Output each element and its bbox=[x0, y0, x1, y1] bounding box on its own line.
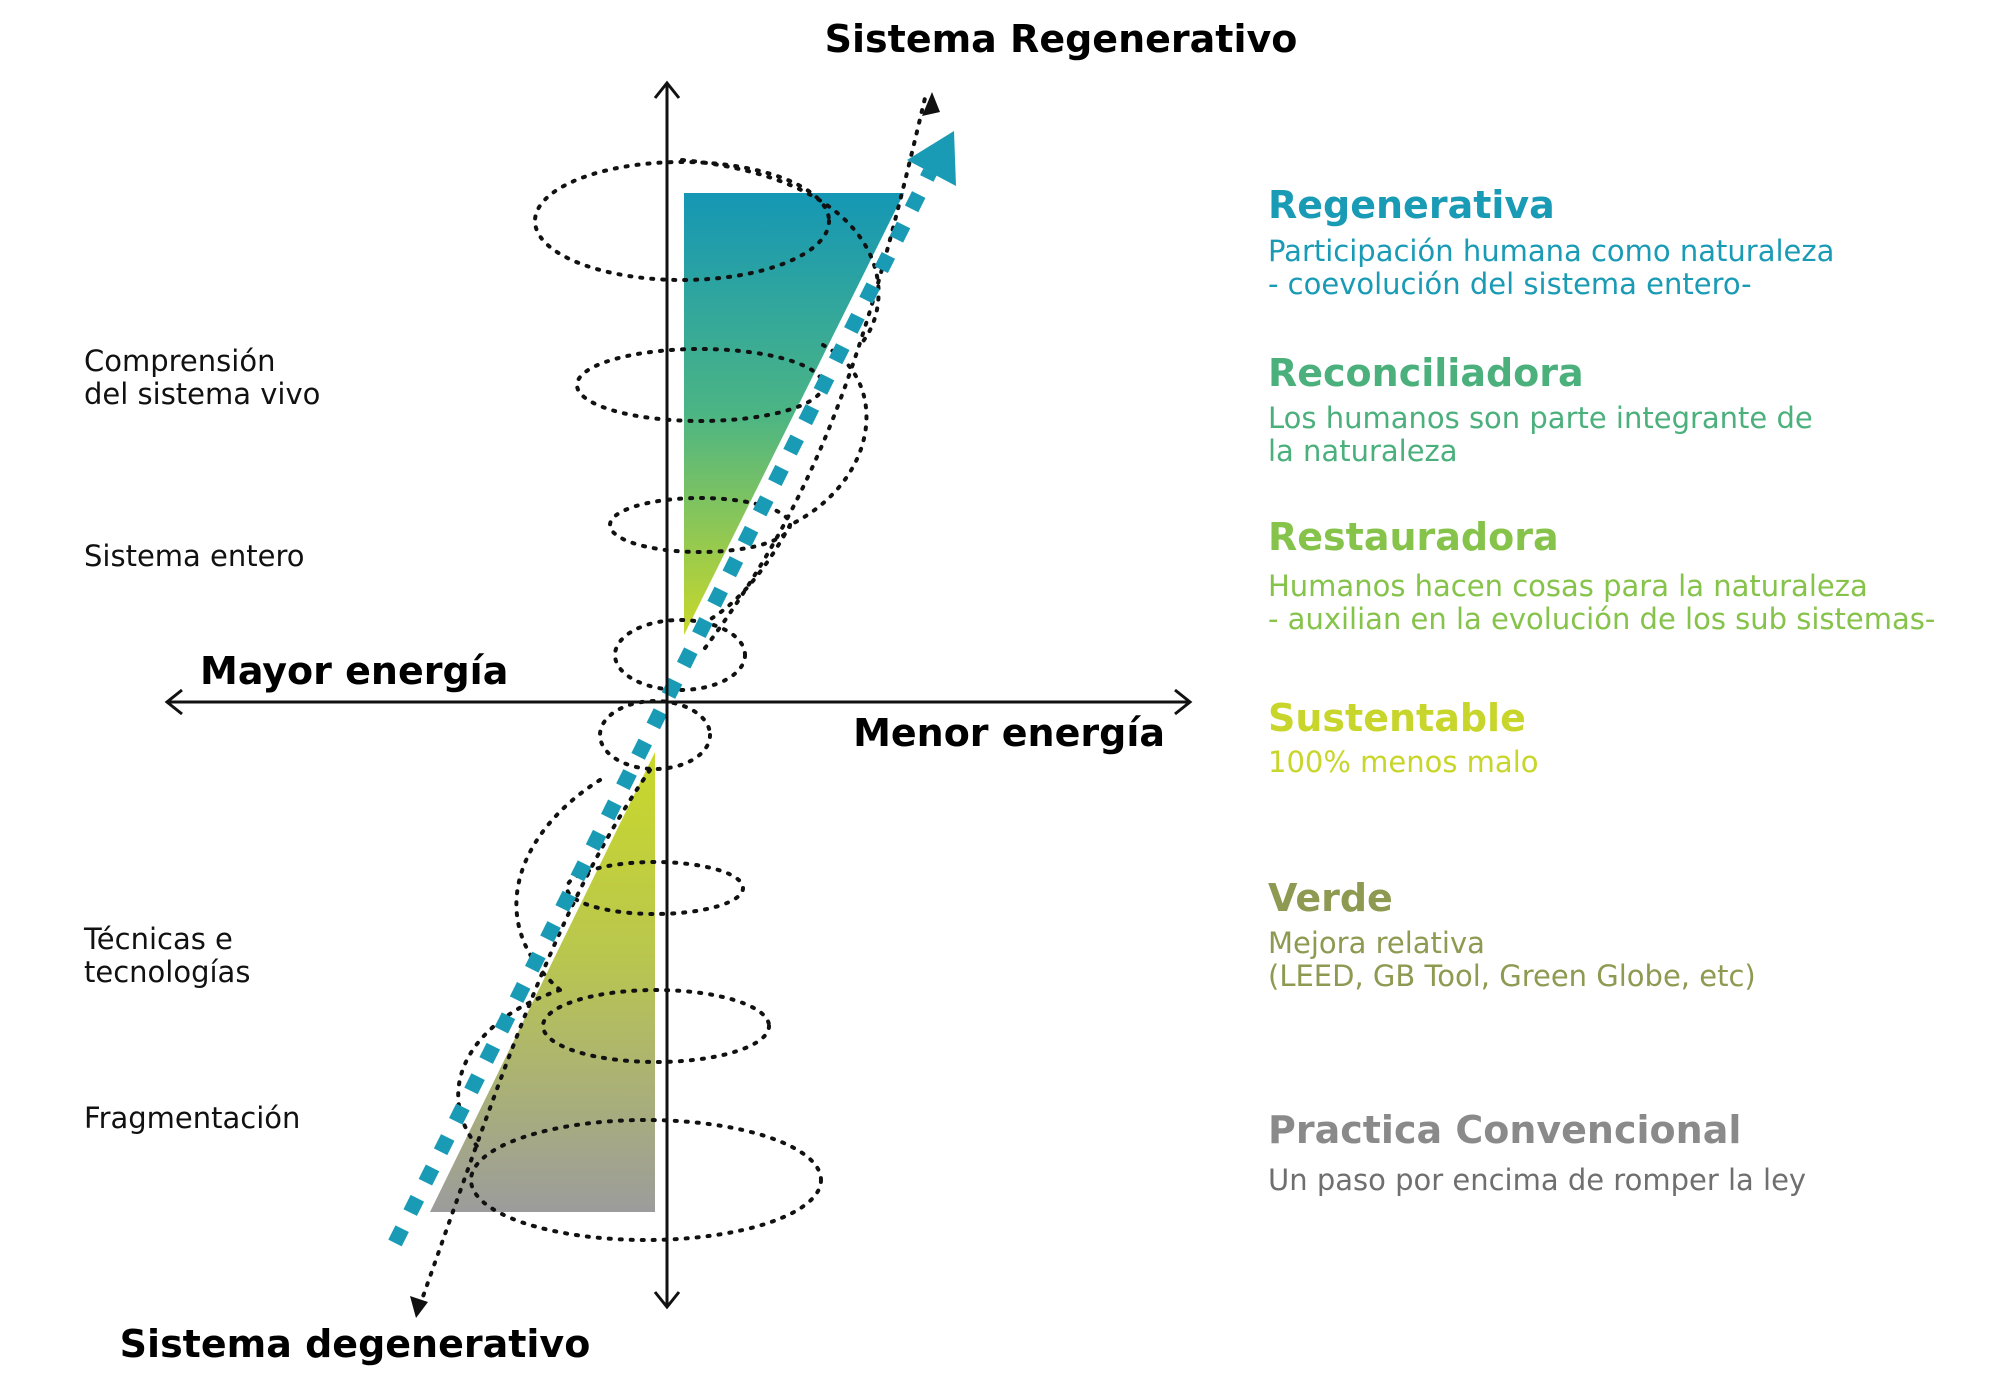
category-desc: Participación humana como naturaleza - c… bbox=[1268, 234, 1844, 301]
category-desc: Mejora relativa (LEED, GB Tool, Green Gl… bbox=[1268, 926, 1756, 993]
side-label-whole-system: Sistema entero bbox=[84, 539, 305, 573]
side-label-fragmentation: Fragmentación bbox=[84, 1101, 300, 1135]
category-title: Reconciliadora bbox=[1268, 351, 1584, 395]
side-label-living-system: Comprensión del sistema vivo bbox=[84, 344, 320, 411]
category-reconciliadora: Reconciliadora Los humanos son parte int… bbox=[1268, 351, 1822, 468]
side-label-techniques: Técnicas e tecnologías bbox=[83, 922, 250, 989]
category-legend: Regenerativa Participación humana como n… bbox=[1268, 183, 1935, 1197]
category-restauradora: Restauradora Humanos hacen cosas para la… bbox=[1268, 515, 1935, 636]
top-title: Sistema Regenerativo bbox=[825, 17, 1298, 61]
thin-dotted-arrow-bottom bbox=[410, 768, 652, 1318]
lower-gradient-triangle bbox=[430, 752, 655, 1212]
bottom-title: Sistema degenerativo bbox=[120, 1322, 591, 1366]
category-desc: Humanos hacen cosas para la naturaleza -… bbox=[1268, 569, 1935, 636]
axes bbox=[164, 80, 1193, 1310]
category-verde: Verde Mejora relativa (LEED, GB Tool, Gr… bbox=[1268, 876, 1756, 993]
category-title: Verde bbox=[1268, 876, 1393, 920]
category-regenerativa: Regenerativa Participación humana como n… bbox=[1268, 183, 1844, 301]
category-title: Restauradora bbox=[1268, 515, 1559, 559]
category-desc: Un paso por encima de romper la ley bbox=[1268, 1163, 1806, 1197]
category-desc: Los humanos son parte integrante de la n… bbox=[1268, 401, 1822, 468]
side-labels: Comprensión del sistema vivo Sistema ent… bbox=[83, 344, 320, 1135]
category-title: Regenerativa bbox=[1268, 183, 1555, 227]
category-sustentable: Sustentable 100% menos malo bbox=[1268, 696, 1539, 779]
upper-gradient-triangle bbox=[684, 193, 904, 635]
thin-dotted-arrow-top bbox=[703, 92, 940, 650]
category-title: Sustentable bbox=[1268, 696, 1526, 740]
axis-label-right: Menor energía bbox=[853, 711, 1165, 755]
blue-dashed-arrow bbox=[388, 131, 956, 1247]
category-desc: 100% menos malo bbox=[1268, 745, 1539, 779]
axis-label-left: Mayor energía bbox=[200, 649, 508, 693]
category-title: Practica Convencional bbox=[1268, 1108, 1741, 1152]
category-practica-convencional: Practica Convencional Un paso por encima… bbox=[1268, 1108, 1806, 1197]
